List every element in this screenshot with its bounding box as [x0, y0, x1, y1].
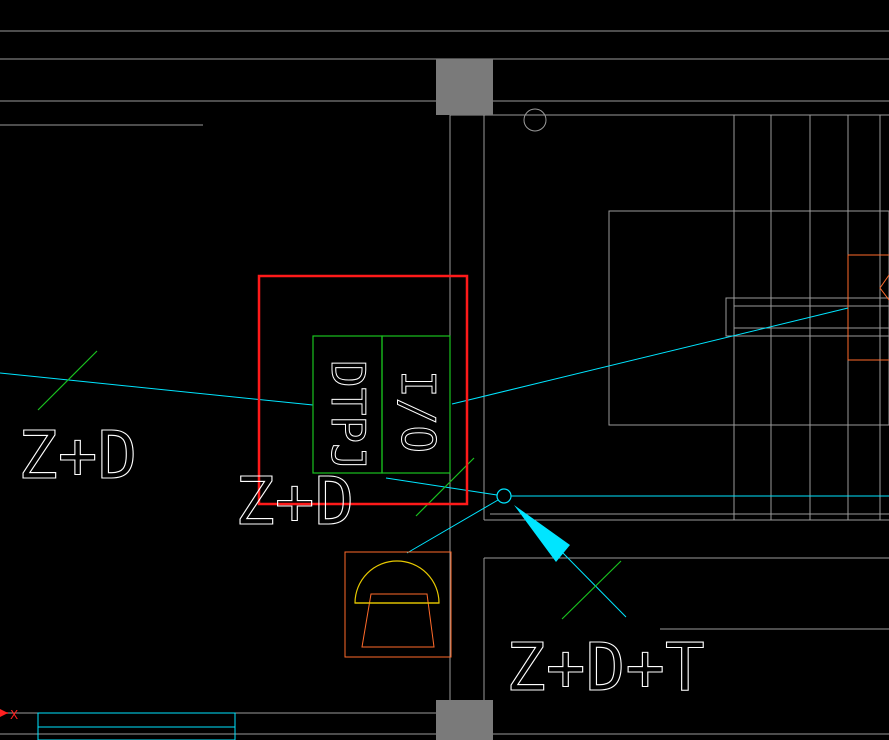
- ucs-x-label: X: [10, 708, 18, 722]
- bottom-left-element: [37, 712, 236, 740]
- wire-lines: [0, 307, 889, 618]
- ucs-axis-icon: X: [0, 708, 18, 722]
- io-label: I/O: [391, 370, 445, 453]
- dtpj-label: DTPJ: [321, 360, 375, 471]
- right-tag-label: Z+D+T: [506, 629, 705, 706]
- center-tag-label: Z+D: [235, 463, 354, 540]
- left-tag-label: Z+D: [18, 417, 137, 494]
- selection-rectangle[interactable]: [257, 274, 469, 506]
- telephone-outlet-icon[interactable]: [344, 551, 452, 658]
- grid-marker-icon: [523, 108, 547, 132]
- device-block[interactable]: DTPJ I/O: [312, 335, 451, 474]
- orange-device: [847, 254, 889, 361]
- column-top: [436, 59, 493, 115]
- pointer-arrow-icon: [514, 505, 570, 562]
- column-bottom: [436, 700, 493, 740]
- wire-tick-marks: [37, 350, 622, 620]
- junction-icon[interactable]: [496, 488, 512, 504]
